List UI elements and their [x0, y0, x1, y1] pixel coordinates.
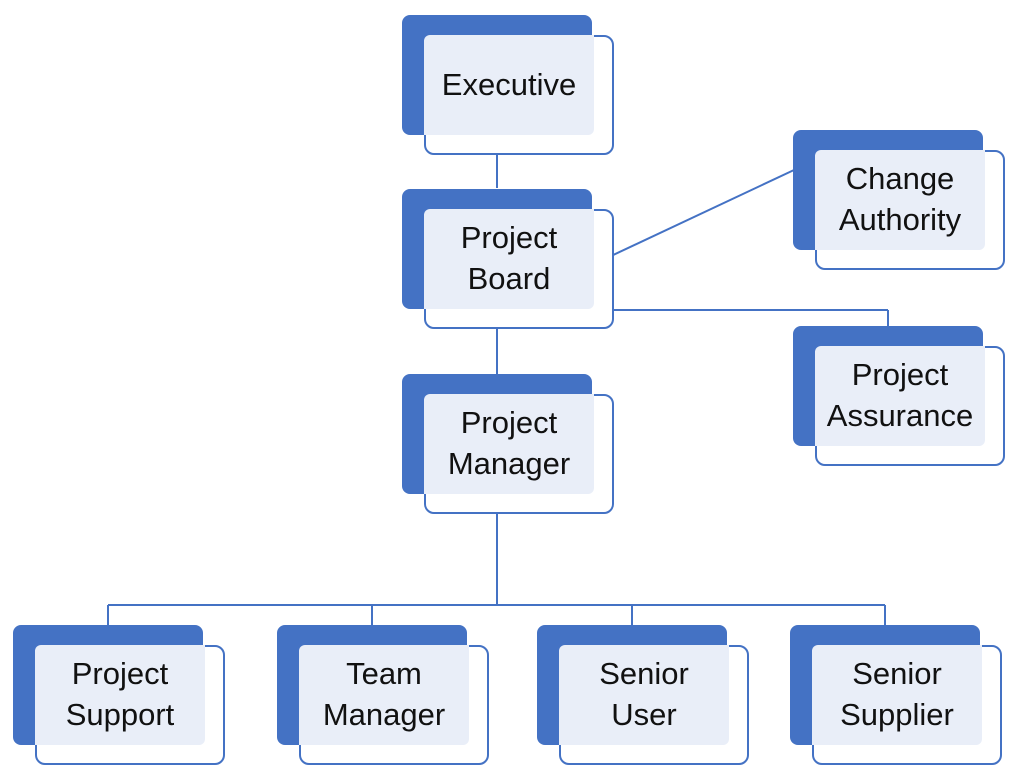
node-label-change-authority: Change Authority: [815, 150, 985, 250]
node-label-team-manager: Team Manager: [299, 645, 469, 745]
node-label-project-board: Project Board: [424, 209, 594, 309]
line-board-change-authority: [593, 169, 795, 265]
node-label-project-assurance: Project Assurance: [815, 346, 985, 446]
node-label-project-support: Project Support: [35, 645, 205, 745]
node-label-project-manager: Project Manager: [424, 394, 594, 494]
node-label-executive: Executive: [424, 35, 594, 135]
node-label-senior-user: Senior User: [559, 645, 729, 745]
node-label-senior-supplier: Senior Supplier: [812, 645, 982, 745]
